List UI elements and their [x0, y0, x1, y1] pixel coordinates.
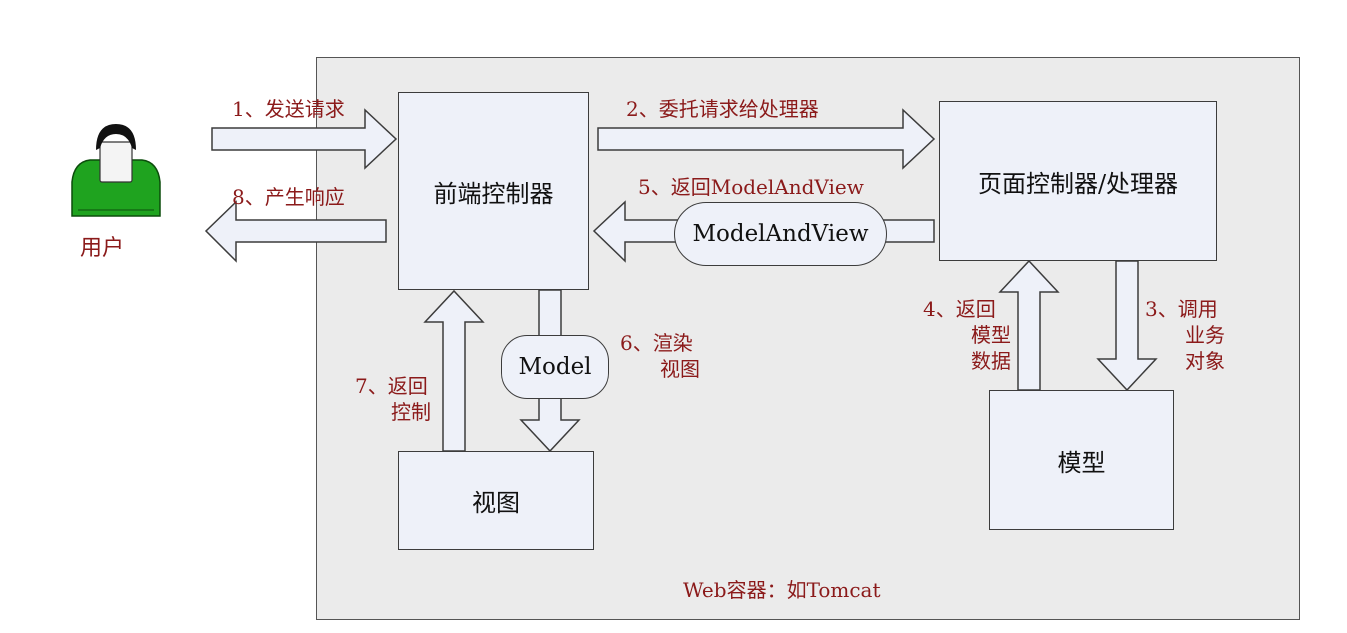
front-controller-label: 前端控制器: [433, 179, 554, 208]
step8-label: 8、产生响应: [232, 185, 345, 209]
modelandview-pill: ModelAndView: [674, 202, 887, 266]
step7-line2: 控制: [391, 400, 431, 424]
step6-line1: 6、渲染: [620, 331, 693, 355]
view-label: 视图: [472, 489, 520, 517]
model-pill: Model: [501, 335, 609, 399]
model-label: 模型: [1057, 448, 1106, 477]
arrow-return-control: [423, 289, 485, 452]
step4-line1: 4、返回: [923, 297, 996, 321]
user-label: 用户: [80, 236, 125, 261]
step3-label: 3、调用 业务 对象: [1145, 296, 1225, 374]
step7-line1: 7、返回: [355, 374, 428, 398]
step6-label: 6、渲染 视图: [620, 330, 700, 382]
step3-line3: 对象: [1185, 349, 1225, 373]
arrow-response: [204, 200, 387, 263]
step4-label: 4、返回 模型 数据: [923, 296, 1011, 374]
step7-label: 7、返回 控制: [355, 373, 431, 425]
step4-line2: 模型: [971, 323, 1011, 347]
user-icon: [71, 124, 161, 217]
model-box: 模型: [989, 390, 1174, 530]
step2-label: 2、委托请求给处理器: [626, 97, 819, 121]
arrow-invoke-business: [1096, 260, 1158, 392]
arrow-return-model-data: [998, 259, 1060, 391]
arrow-delegate: [597, 108, 936, 170]
step5-label: 5、返回ModelAndView: [638, 175, 864, 199]
page-controller-box: 页面控制器/处理器: [939, 101, 1217, 261]
container-label: Web容器：如Tomcat: [683, 578, 881, 602]
model-pill-label: Model: [518, 354, 592, 380]
step1-label: 1、发送请求: [232, 97, 345, 121]
front-controller-box: 前端控制器: [398, 92, 589, 290]
step6-line2: 视图: [660, 357, 700, 381]
step4-line3: 数据: [971, 349, 1011, 373]
view-box: 视图: [398, 451, 594, 550]
page-controller-label: 页面控制器/处理器: [977, 169, 1179, 198]
step3-line2: 业务: [1185, 323, 1225, 347]
modelandview-pill-label: ModelAndView: [692, 221, 869, 247]
step3-line1: 3、调用: [1145, 297, 1218, 321]
arrow-send-request: [211, 108, 398, 170]
